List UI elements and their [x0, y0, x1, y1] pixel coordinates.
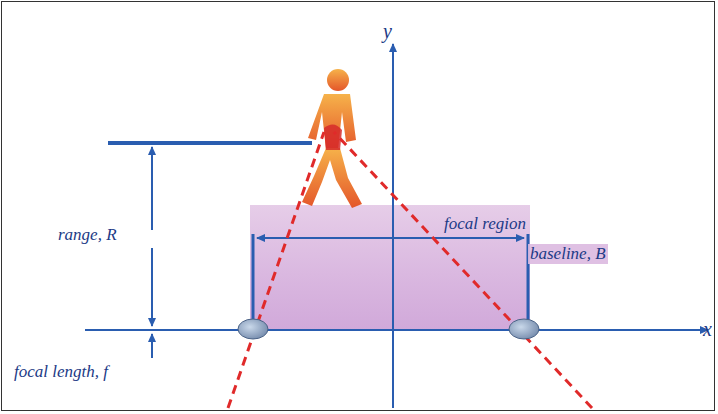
x-axis: [85, 329, 708, 331]
focal-region-box: focal region: [250, 205, 530, 330]
focal-length-arrow: [151, 334, 153, 358]
range-arrow: [151, 147, 153, 230]
axis-label: x: [703, 318, 712, 341]
axis-label: baseline, B: [528, 244, 608, 264]
y-axis: [392, 44, 394, 408]
walking-person: [302, 69, 362, 208]
baseline-arrow: [380, 237, 524, 239]
camera-lens: [238, 319, 268, 339]
sight-ray: [334, 132, 592, 408]
baseline-tick: [252, 234, 255, 322]
baseline-arrow: [257, 237, 380, 239]
axis-label: focal length, f: [14, 362, 108, 382]
range-level-line: [108, 141, 312, 145]
camera-lens: [509, 319, 539, 339]
axis-label: y: [383, 20, 392, 43]
axis-label: range, R: [58, 225, 117, 245]
sight-ray: [228, 132, 324, 408]
region-label: focal region: [444, 214, 526, 234]
range-arrow: [151, 248, 153, 326]
